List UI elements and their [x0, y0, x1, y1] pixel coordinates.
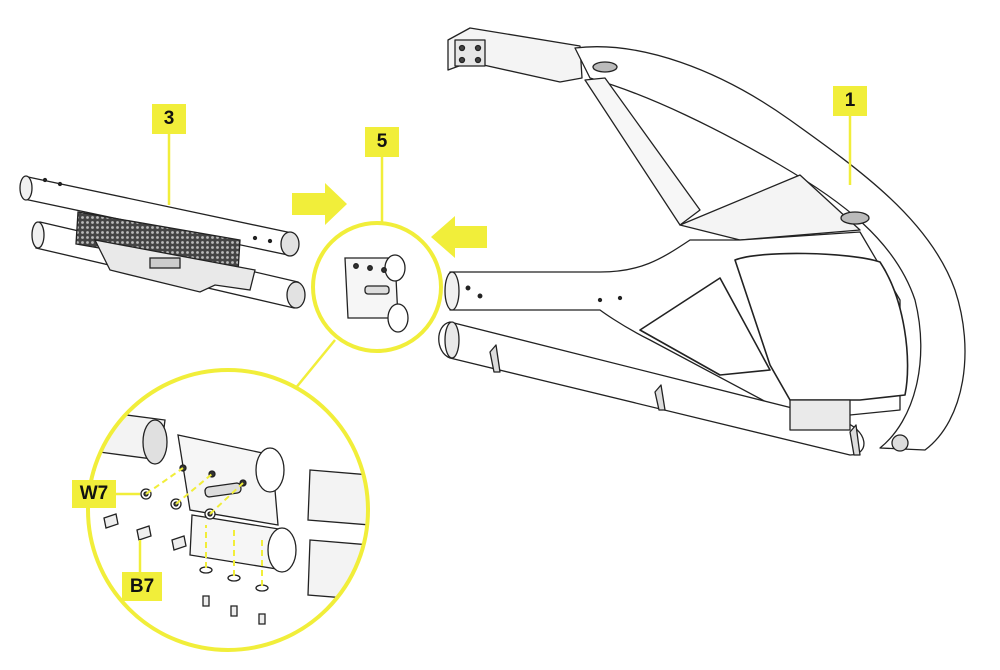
arrow-right-icon [292, 183, 347, 225]
tube-assembly-part-3 [19, 175, 306, 309]
zoom-leader-line [289, 339, 336, 396]
connector-part-5 [311, 221, 443, 353]
arrow-left-icon [431, 216, 487, 258]
callout-label-part-1: 1 [833, 86, 867, 116]
callout-label-washer: W7 [72, 480, 116, 508]
callout-label-bolt: B7 [122, 572, 162, 601]
main-frame-part-1 [438, 27, 966, 456]
callout-label-part-3: 3 [152, 104, 186, 134]
zoom-detail-view [86, 368, 370, 652]
callout-label-part-5: 5 [365, 127, 399, 157]
